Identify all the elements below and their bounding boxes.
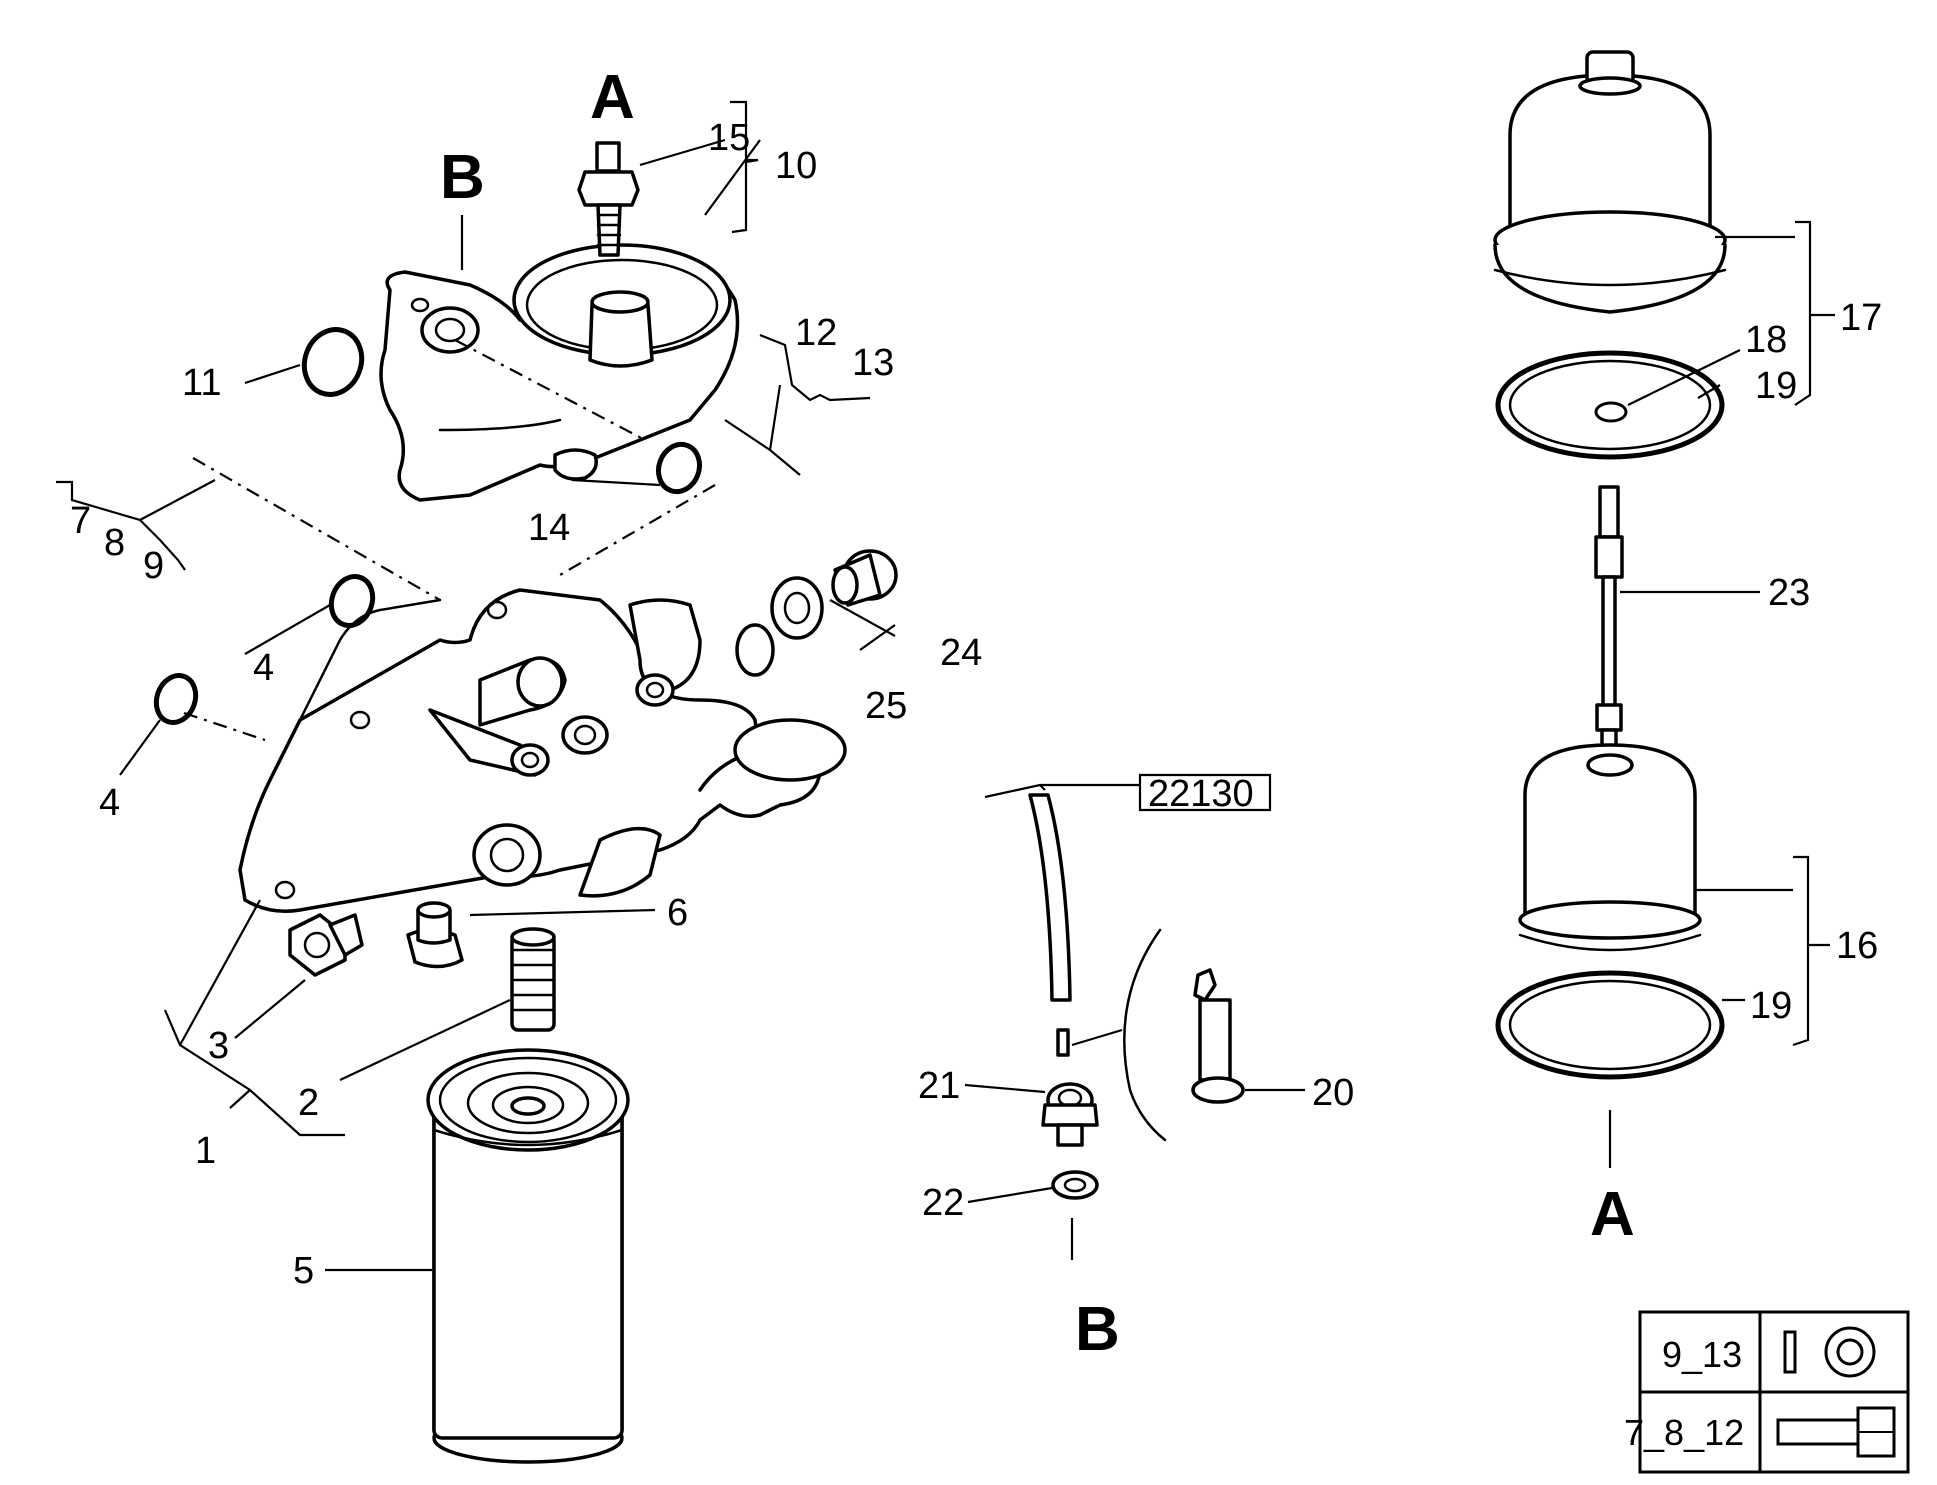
callout-3: 3 [208,1025,229,1067]
washer-22 [1051,1170,1099,1200]
seal-19-lower [1495,970,1725,1080]
o-ring-11 [301,327,365,397]
callout-11: 11 [182,362,221,404]
plug-24 [831,549,898,607]
plug-6 [406,901,464,969]
callout-16: 16 [1836,925,1878,967]
nipple-2 [510,927,556,1032]
arc-bracket-20 [1123,928,1167,1142]
filter-bracket [238,588,847,913]
callout-4-lower: 4 [99,782,120,824]
callout-14: 14 [528,507,570,549]
fitting-15 [577,141,640,257]
callout-17: 17 [1840,297,1882,339]
callout-12: 12 [795,312,837,354]
callout-5: 5 [293,1250,314,1292]
callout-2: 2 [298,1082,319,1124]
washer-profile-icon [1783,1330,1797,1374]
seal-19-lower-inner [1508,979,1712,1071]
callout-13: 13 [852,342,894,384]
callout-19-lower: 19 [1750,985,1792,1027]
callout-25: 25 [865,685,907,727]
centre-bolt-23 [1594,485,1624,762]
callout-15: 15 [708,117,750,159]
upper-filter-head [379,243,740,502]
o-ring-4-upper [328,574,376,628]
bolt-icon [1776,1406,1896,1458]
callout-19-upper: 19 [1755,365,1797,407]
callout-labels: 1 2 3 4 4 5 6 7 8 9 10 11 12 13 14 15 16… [70,117,1882,1292]
callout-10: 10 [775,145,817,187]
washer-18 [1594,401,1628,423]
legend-row1-label: 9_13 [1662,1334,1742,1375]
callout-6: 6 [667,892,688,934]
drain-tube [1028,793,1072,1002]
filter-bowl-17 [1493,50,1727,314]
reference-box-label: 22130 [1148,773,1254,815]
callout-4-upper: 4 [253,647,274,689]
callout-8: 8 [104,522,125,564]
callout-24: 24 [940,632,982,674]
washer-25 [770,576,824,640]
o-ring-14 [655,441,703,495]
fastener-legend: 9_13 7_8_12 [1624,1310,1910,1474]
letter-a-top: A [590,63,635,132]
seal-19-upper [1495,350,1725,460]
connection-letters: A B A B [440,63,1635,1364]
filter-cartridge-5 [426,1048,630,1464]
plug-3 [288,913,364,977]
callout-22: 22 [922,1182,964,1224]
screw-small [1056,1028,1070,1057]
letter-b-top: B [440,143,485,212]
filter-element-16 [1518,743,1702,952]
letter-b-bottom: B [1075,1295,1120,1364]
callout-21: 21 [918,1065,960,1107]
alignment-lines [183,339,716,742]
callout-7: 7 [70,500,91,542]
callout-18: 18 [1745,319,1787,361]
o-ring-4-lower [153,673,199,725]
letter-a-bottom: A [1590,1180,1635,1249]
callout-23: 23 [1768,572,1810,614]
callout-9: 9 [143,545,164,587]
valve-21 [1041,1082,1099,1147]
callout-20: 20 [1312,1072,1354,1114]
valve-20 [1191,968,1245,1104]
legend-row2-label: 7_8_12 [1624,1412,1744,1453]
seal-19-upper-inner [1508,359,1712,451]
leader-lines [56,100,1835,1272]
callout-1: 1 [195,1130,216,1172]
